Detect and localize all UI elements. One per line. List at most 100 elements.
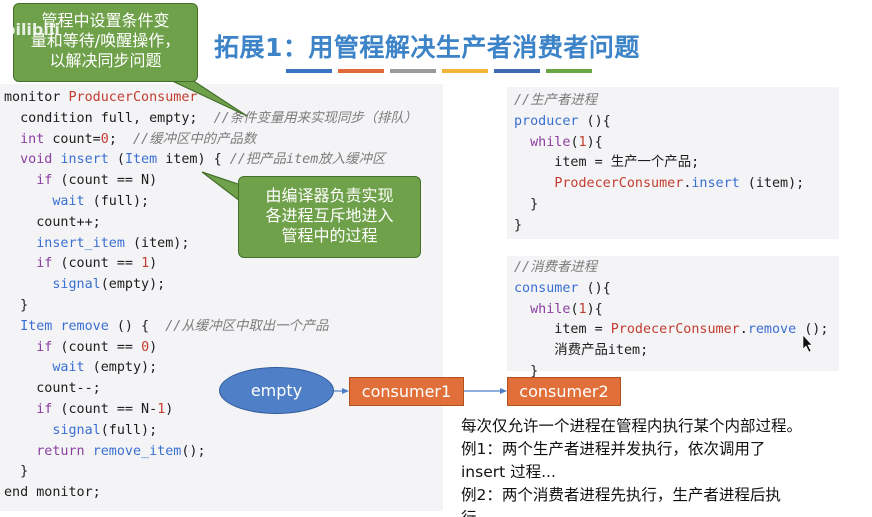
code-token: condition full, empty; [4, 110, 214, 126]
code-token: (); [796, 322, 829, 338]
code-token: ){ [586, 134, 603, 150]
code-token: if [36, 256, 53, 272]
code-line: if (count == 1) [4, 254, 417, 275]
color-bar-segment [286, 69, 332, 73]
producer-code-panel [507, 87, 839, 239]
color-bar-segment [546, 69, 592, 73]
code-token: (item); [739, 176, 805, 192]
code-line: int count=0; //缓冲区中的产品数 [4, 130, 417, 151]
code-token: ( [570, 301, 579, 317]
code-line: count++; [4, 213, 417, 234]
code-line: } [514, 195, 804, 216]
code-token: (count == N) [52, 173, 158, 189]
code-line: return remove_item(); [4, 442, 417, 463]
code-token: //消费者进程 [514, 260, 598, 275]
code-line: //生产者进程 [514, 91, 804, 112]
code-token: ProdecerConsumer [554, 176, 684, 192]
code-token: (); [181, 443, 206, 459]
code-token: 1 [578, 301, 587, 317]
code-token: 1 [157, 401, 166, 417]
code-token: //条件变量用来实现同步（排队） [213, 110, 418, 126]
callout-sync-line: 管程中设置条件变 [41, 11, 170, 30]
code-line: void insert (Item item) { //把产品item放入缓冲区 [4, 150, 417, 171]
code-line: consumer (){ [514, 279, 828, 300]
callout-mutex-line: 由编译器负责实现 [265, 186, 394, 205]
code-token: (){ [578, 280, 611, 296]
code-token: count--; [4, 381, 101, 397]
code-line: producer (){ [514, 112, 804, 133]
code-token: ; [108, 131, 133, 147]
code-token: item) { [157, 152, 230, 168]
code-line: } [514, 362, 828, 383]
code-line: wait (full); [4, 192, 417, 213]
code-line: while(1){ [514, 300, 828, 321]
bilibili-watermark: bilibili [4, 20, 60, 39]
code-token: 0 [100, 131, 109, 147]
code-token: } [514, 363, 539, 379]
consumer2-node: consumer2 [507, 377, 621, 406]
code-token: //缓冲区中的产品数 [133, 131, 257, 147]
mouse-cursor-icon [802, 334, 813, 353]
code-token: count++; [4, 214, 101, 230]
slide-title: 拓展1：用管程解决生产者消费者问题 [214, 33, 640, 62]
code-token: remove [60, 318, 109, 334]
code-token: } [514, 196, 539, 212]
code-token: 消费产品item; [514, 343, 649, 359]
code-line: if (count == 0) [4, 338, 417, 359]
code-line: condition full, empty; //条件变量用来实现同步（排队） [4, 109, 417, 130]
code-line: end monitor; [4, 483, 417, 504]
code-line: } [514, 216, 804, 237]
producer-code: //生产者进程 producer (){ while(1){ item = 生产一… [514, 91, 804, 237]
code-token: . [739, 322, 748, 338]
code-token: Item [124, 152, 158, 168]
description-line: 例1：两个生产者进程并发执行，依次调用了 [461, 440, 766, 458]
callout-sync: 管程中设置条件变 量和等待/唤醒操作， 以解决同步问题 [13, 3, 198, 82]
code-token: //生产者进程 [514, 93, 598, 108]
code-token: . [683, 176, 692, 192]
code-token: while [530, 301, 571, 317]
monitor-code-panel [0, 84, 443, 511]
code-token: 1 [141, 256, 150, 272]
code-token: } [4, 297, 29, 313]
code-token: ProdecerConsumer [610, 322, 740, 338]
code-token: if [36, 401, 53, 417]
description-line: 例2：两个消费者进程先执行，生产者进程后执 [461, 486, 781, 504]
code-line: monitor ProducerConsumer [4, 88, 417, 109]
code-token: () { [108, 318, 166, 334]
code-token: (full); [100, 422, 158, 438]
code-line: //消费者进程 [514, 258, 828, 279]
monitor-code: monitor ProducerConsumer condition full,… [4, 88, 417, 504]
code-token: insert_item [36, 235, 125, 251]
description-line: 每次仅允许一个进程在管程内执行某个内部过程。 [461, 417, 803, 435]
code-token: insert [60, 152, 109, 168]
color-bar-segment [442, 69, 488, 73]
code-line: signal(empty); [4, 275, 417, 296]
code-token: (item); [124, 235, 190, 251]
code-token: (count == [52, 256, 142, 272]
color-bar-segment [494, 69, 540, 73]
color-bar-segment [390, 69, 436, 73]
code-token: ) [149, 339, 158, 355]
code-line: } [4, 462, 417, 483]
code-token: (empty); [84, 360, 158, 376]
description-line: 行... [461, 507, 871, 517]
code-token: end monitor; [4, 485, 101, 501]
code-token: item = 生产一个产品; [514, 155, 700, 171]
code-line: while(1){ [514, 133, 804, 154]
code-line: item = 生产一个产品; [514, 153, 804, 174]
code-token: wait [52, 193, 85, 209]
code-line: if (count == N-1) [4, 400, 417, 421]
code-token: if [36, 339, 53, 355]
code-token: ( [108, 152, 125, 168]
callout-mutex-line: 管程中的过程 [281, 226, 378, 245]
code-token: signal [52, 277, 101, 293]
code-line: signal(full); [4, 421, 417, 442]
code-token: if [36, 173, 53, 189]
code-token: consumer [514, 280, 579, 296]
code-token: ( [570, 134, 579, 150]
code-token: remove [747, 322, 797, 338]
callout-sync-line: 以解决同步问题 [49, 51, 162, 70]
callout-mutex: 由编译器负责实现 各进程互斥地进入 管程中的过程 [238, 176, 421, 258]
code-token: } [4, 464, 29, 480]
